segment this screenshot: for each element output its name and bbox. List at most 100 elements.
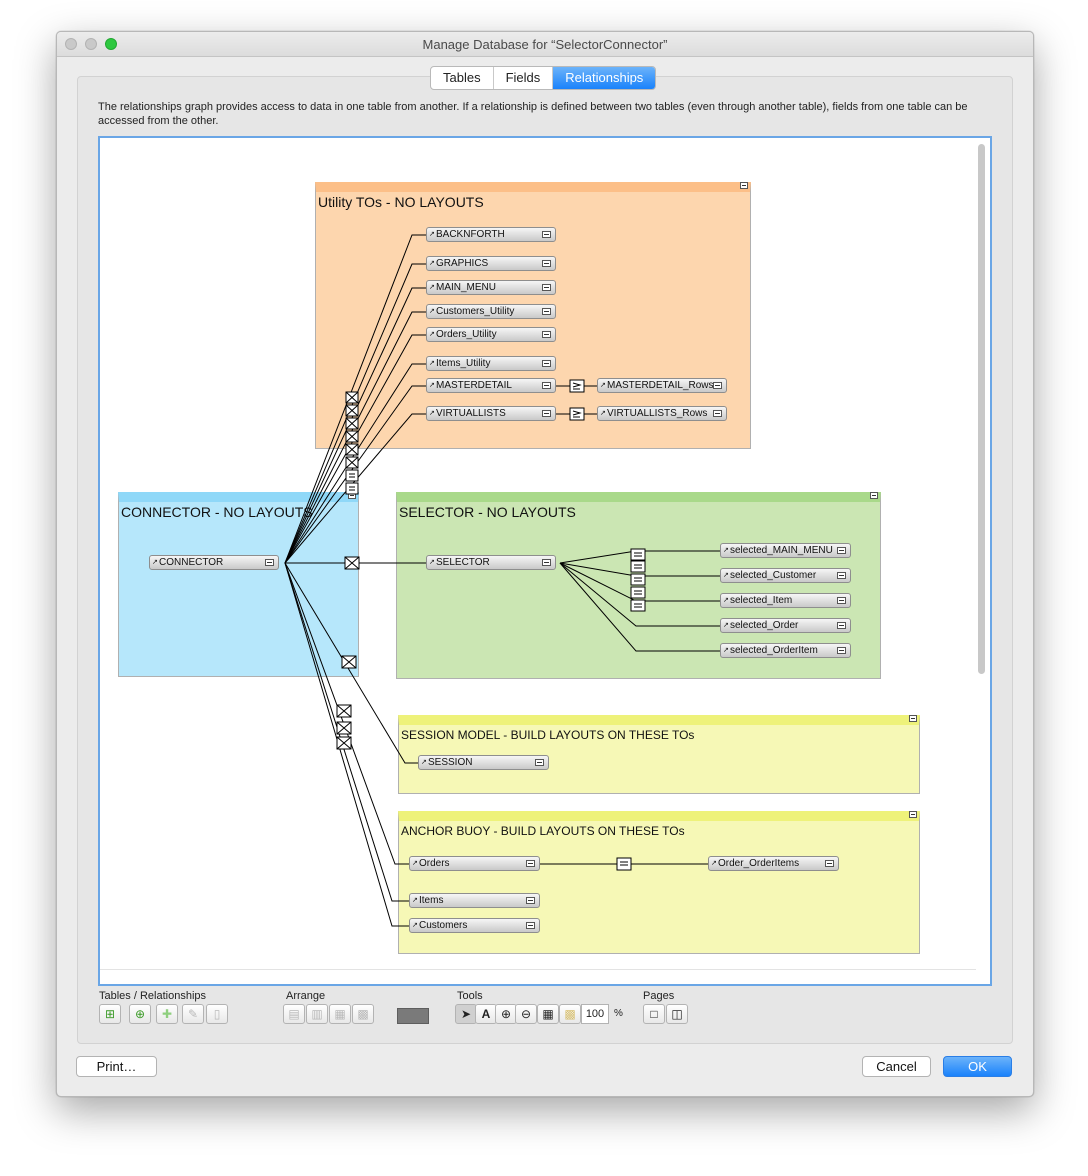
to-selected-customer[interactable]: selected_Customer: [720, 568, 851, 583]
to-orders[interactable]: Orders: [409, 856, 540, 871]
relationships-graph[interactable]: Utility TOs - NO LAYOUTS CONNECTOR - NO …: [98, 136, 992, 986]
join-eq: [345, 469, 359, 482]
join-x: [344, 556, 360, 570]
resize-icon[interactable]: ▩: [352, 1004, 374, 1024]
to-customers[interactable]: Customers: [409, 918, 540, 933]
collapse-icon[interactable]: [526, 897, 535, 904]
title-bar: Manage Database for “SelectorConnector”: [57, 32, 1033, 57]
to-session[interactable]: SESSION: [418, 755, 549, 770]
zoom-button[interactable]: [105, 38, 117, 50]
collapse-icon[interactable]: [542, 382, 551, 389]
zoom-out-icon[interactable]: ⊖: [515, 1004, 537, 1024]
close-button[interactable]: [65, 38, 77, 50]
to-label: Order_OrderItems: [718, 858, 800, 869]
to-virtuallists-rows[interactable]: VIRTUALLISTS_Rows: [597, 406, 727, 421]
cancel-button[interactable]: Cancel: [862, 1056, 931, 1077]
collapse-icon[interactable]: [542, 231, 551, 238]
to-label: Customers_Utility: [436, 306, 515, 317]
collapse-icon[interactable]: [542, 308, 551, 315]
to-label: Items: [419, 895, 444, 906]
collapse-icon[interactable]: [837, 572, 846, 579]
edit-icon[interactable]: ✎: [182, 1004, 204, 1024]
vertical-scrollbar[interactable]: [978, 144, 985, 674]
collapse-icon[interactable]: [542, 360, 551, 367]
to-masterdetail[interactable]: MASTERDETAIL: [426, 378, 556, 393]
distribute-icon[interactable]: ▦: [329, 1004, 351, 1024]
collapse-icon[interactable]: [526, 860, 535, 867]
collapse-icon[interactable]: [526, 922, 535, 929]
text-tool-icon[interactable]: A: [475, 1004, 497, 1024]
join-eq: [345, 482, 359, 495]
collapse-icon[interactable]: [825, 860, 834, 867]
join-x: [345, 456, 359, 469]
to-orders-utility[interactable]: Orders_Utility: [426, 327, 556, 342]
collapse-icon[interactable]: [837, 547, 846, 554]
to-connector[interactable]: CONNECTOR: [149, 555, 279, 570]
to-label: CONNECTOR: [159, 557, 224, 568]
join-eq: [630, 573, 646, 586]
align-left-icon[interactable]: ▤: [283, 1004, 305, 1024]
description-text: The relationships graph provides access …: [98, 101, 968, 127]
collapse-icon[interactable]: [542, 284, 551, 291]
collapse-icon[interactable]: [542, 260, 551, 267]
to-selected-item[interactable]: selected_Item: [720, 593, 851, 608]
to-label: SELECTOR: [436, 557, 490, 568]
collapse-icon[interactable]: [909, 715, 917, 722]
to-selected-main-menu[interactable]: selected_MAIN_MENU: [720, 543, 851, 558]
to-masterdetail-rows[interactable]: MASTERDETAIL_Rows: [597, 378, 727, 393]
to-selector[interactable]: SELECTOR: [426, 555, 556, 570]
to-graphics[interactable]: GRAPHICS: [426, 256, 556, 271]
add-table-icon[interactable]: ⊞: [99, 1004, 121, 1024]
page-setup-icon[interactable]: ◫: [666, 1004, 688, 1024]
duplicate-icon[interactable]: ✚: [156, 1004, 178, 1024]
print-button[interactable]: Print…: [76, 1056, 157, 1077]
tab-fields[interactable]: Fields: [494, 67, 554, 89]
collapse-icon[interactable]: [542, 331, 551, 338]
collapse-icon[interactable]: [542, 559, 551, 566]
to-label: MASTERDETAIL_Rows: [607, 380, 714, 391]
zoom-in-icon[interactable]: ⊕: [495, 1004, 517, 1024]
join-x: [345, 430, 359, 443]
to-selected-orderitem[interactable]: selected_OrderItem: [720, 643, 851, 658]
collapse-icon[interactable]: [265, 559, 274, 566]
color-swatch[interactable]: [397, 1008, 429, 1024]
delete-icon[interactable]: ▯: [206, 1004, 228, 1024]
collapse-icon[interactable]: [870, 492, 878, 499]
to-label: Orders_Utility: [436, 329, 497, 340]
collapse-icon[interactable]: [542, 410, 551, 417]
ok-button[interactable]: OK: [943, 1056, 1012, 1077]
to-label: VIRTUALLISTS: [436, 408, 506, 419]
to-items-utility[interactable]: Items_Utility: [426, 356, 556, 371]
tab-tables[interactable]: Tables: [431, 67, 494, 89]
collapse-icon[interactable]: [713, 410, 722, 417]
join-eq: [630, 560, 646, 573]
group-connector-title: CONNECTOR - NO LAYOUTS: [121, 504, 313, 520]
collapse-icon[interactable]: [909, 811, 917, 818]
to-backnforth[interactable]: BACKNFORTH: [426, 227, 556, 242]
collapse-icon[interactable]: [713, 382, 722, 389]
collapse-icon[interactable]: [837, 647, 846, 654]
add-relationship-icon[interactable]: ⊕: [129, 1004, 151, 1024]
collapse-icon[interactable]: [837, 622, 846, 629]
to-items[interactable]: Items: [409, 893, 540, 908]
to-label: Customers: [419, 920, 468, 931]
tab-relationships[interactable]: Relationships: [553, 67, 656, 89]
to-selected-order[interactable]: selected_Order: [720, 618, 851, 633]
collapse-icon[interactable]: [740, 182, 748, 189]
to-main-menu[interactable]: MAIN_MENU: [426, 280, 556, 295]
to-order-orderitems[interactable]: Order_OrderItems: [708, 856, 839, 871]
toggle-display-icon[interactable]: ▦: [537, 1004, 559, 1024]
minimize-button[interactable]: [85, 38, 97, 50]
select-arrow-icon[interactable]: ➤: [455, 1004, 477, 1024]
align-top-icon[interactable]: ▥: [306, 1004, 328, 1024]
label-tables-relationships: Tables / Relationships: [99, 990, 207, 1002]
to-customers-utility[interactable]: Customers_Utility: [426, 304, 556, 319]
collapse-icon[interactable]: [535, 759, 544, 766]
page-icon[interactable]: □: [643, 1004, 665, 1024]
zoom-level-input[interactable]: 100: [581, 1004, 609, 1024]
to-label: selected_OrderItem: [730, 645, 818, 656]
group-utility-title: Utility TOs - NO LAYOUTS: [318, 194, 484, 210]
fit-icon[interactable]: ▩: [559, 1004, 581, 1024]
to-virtuallists[interactable]: VIRTUALLISTS: [426, 406, 556, 421]
collapse-icon[interactable]: [837, 597, 846, 604]
